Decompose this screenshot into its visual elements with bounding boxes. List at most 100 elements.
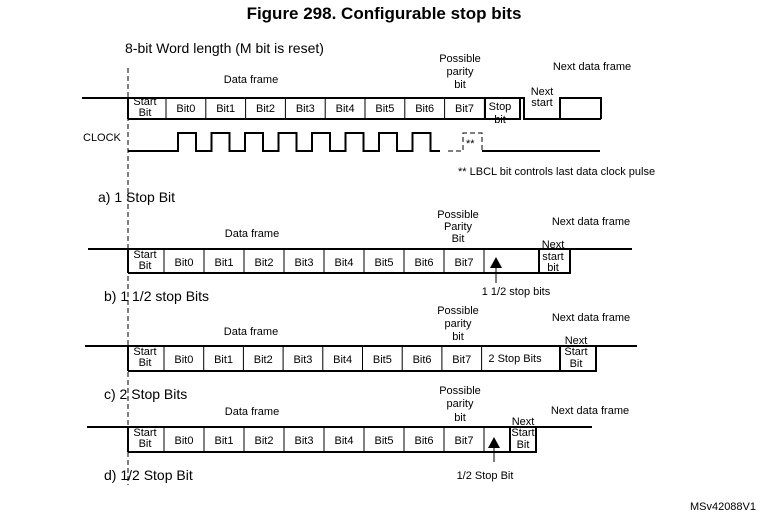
next-frame-label: Next data frame [551,405,629,417]
subtitle: 8-bit Word length (M bit is reset) [125,40,324,56]
parity-label-1: Possible [439,385,481,397]
bit-label-7: Bit7 [452,354,471,366]
data-frame-label: Data frame [224,326,278,338]
frame-b: Data frame Next data frame Possible Pari… [88,209,632,298]
caption-b: b) 1 1/2 stop Bits [104,288,209,304]
next-frame-wave [538,248,632,274]
idle-line-left [82,97,129,119]
caption-c: c) 2 Stop Bits [104,386,187,402]
next-start-label-3: Bit [517,439,530,451]
figure-title: Figure 298. Configurable stop bits [247,4,522,23]
data-frame-label: Data frame [224,74,278,86]
stop-arrow-label: 1/2 Stop Bit [457,470,514,482]
caption-d: d) 1/2 Stop Bit [104,467,193,483]
bit-label-6: Bit6 [415,435,434,447]
last-clock-pulse [448,132,483,152]
parity-label-3: bit [452,331,464,343]
next-frame-wave [559,345,637,372]
stop-bit-label-2: bit [494,114,506,126]
bit-label-6: Bit6 [415,257,434,269]
bit-label-1: Bit1 [214,354,233,366]
start-bit-label-2: Bit [139,357,152,369]
next-frame-label: Next data frame [552,216,630,228]
clock-signal: CLOCK ** ** LBCL bit controls last data … [83,132,655,178]
idle-line-left [87,426,129,452]
bit-label-2: Bit2 [255,435,274,447]
two-stop-bits-label: 2 Stop Bits [488,353,542,365]
bit-label-3: Bit3 [295,257,314,269]
parity-label-2: parity [447,66,474,78]
bit-label-3: Bit3 [293,354,312,366]
bit-label-5: Bit5 [375,103,394,115]
idle-line-left [85,345,129,371]
data-frame-label: Data frame [225,406,279,418]
next-start-label-2: Start [564,346,587,358]
parity-label-1: Possible [437,209,479,221]
bit-label-4: Bit4 [335,257,354,269]
next-start-label-3: bit [547,262,559,274]
next-start-label-1: Next [512,416,535,428]
bit-label-6: Bit6 [413,354,432,366]
bit-label-2: Bit2 [255,257,274,269]
bit-label-1: Bit1 [215,257,234,269]
bit-label-4: Bit4 [335,435,354,447]
stop-arrow-label: 1 1/2 stop bits [482,286,551,298]
next-frame-label: Next data frame [553,61,631,73]
parity-label-2: Parity [444,221,473,233]
stop-bit-label-1: Stop [489,101,512,113]
bit-label-2: Bit2 [256,103,275,115]
frame-d: Data frame Next data frame Possible pari… [87,385,629,482]
start-bit-label-1: Start [133,249,156,261]
bit-label-5: Bit5 [375,257,394,269]
arrow-up-icon [488,437,500,448]
bit-label-2: Bit2 [254,354,273,366]
start-bit-label-2: Bit [139,107,152,119]
bit-label-5: Bit5 [375,435,394,447]
start-bit-label-1: Start [133,427,156,439]
clock-marker: ** [466,138,475,150]
start-bit-label-1: Start [133,346,156,358]
frame-c: Data frame Next data frame Possible pari… [85,305,637,372]
start-bit-label-2: Bit [139,438,152,450]
data-frame-label: Data frame [225,228,279,240]
next-start-label-2: start [531,97,552,109]
bit-label-7: Bit7 [455,435,474,447]
bit-label-0: Bit0 [176,103,195,115]
arrow-up-icon [490,257,502,268]
frame-a: Data frame Next data frame Possible pari… [82,53,631,126]
bit-label-0: Bit0 [174,354,193,366]
start-bit-label-2: Bit [139,260,152,272]
bit-cells: Bit0 Bit1 Bit2 Bit3 Bit4 Bit5 Bit6 Bit7 [163,249,485,273]
bit-label-4: Bit4 [333,354,352,366]
start-bit-label-1: Start [133,96,156,108]
bit-label-7: Bit7 [455,257,474,269]
parity-label-1: Possible [439,53,481,65]
bit-label-3: Bit3 [296,103,315,115]
bit-label-3: Bit3 [295,435,314,447]
next-start-label-1: Next [531,86,554,98]
bit-label-4: Bit4 [336,103,355,115]
clock-waveform [128,132,440,152]
parity-label-3: Bit [452,233,465,245]
next-start-label-1: Next [565,335,588,347]
parity-label-2: parity [445,318,472,330]
bit-label-6: Bit6 [415,103,434,115]
parity-label-3: bit [454,79,466,91]
parity-label-1: Possible [437,305,479,317]
next-start-label-2: start [542,251,563,263]
next-start-label-1: Next [542,239,565,251]
next-frame-label: Next data frame [552,312,630,324]
bit-label-1: Bit1 [215,435,234,447]
next-frame-wave [509,426,592,453]
bit-label-0: Bit0 [175,257,194,269]
clock-label: CLOCK [83,132,122,144]
clock-note: ** LBCL bit controls last data clock pul… [458,166,655,178]
reference-code: MSv42088V1 [690,501,756,513]
bit-label-7: Bit7 [455,103,474,115]
stop-next-wave [484,97,602,120]
caption-a: a) 1 Stop Bit [98,189,175,205]
parity-label-3: bit [454,412,466,424]
bit-label-5: Bit5 [373,354,392,366]
